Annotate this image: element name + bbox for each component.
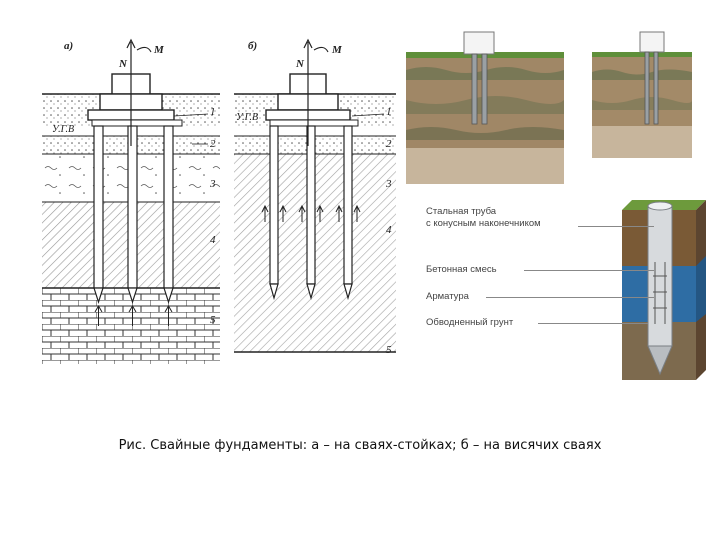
layer-number: 5 — [386, 344, 392, 356]
bored-pile-cutaway — [610, 196, 710, 382]
layer-number: 2 — [210, 138, 216, 150]
layer-number: 2 — [386, 138, 392, 150]
moment-arrow — [136, 46, 152, 53]
soil-photo-piles-shallow — [402, 30, 568, 188]
moment-arrow — [313, 46, 329, 53]
callout-rebar: Арматура — [426, 291, 469, 303]
figure-caption: Рис. Свайные фундаменты: а – на сваях-ст… — [118, 438, 602, 453]
pile — [471, 53, 478, 125]
diagram-end-bearing-piles: а) N M У.Г.В 1 2 3 4 5 — [42, 36, 220, 364]
groundwater-label: У.Г.В — [236, 112, 259, 123]
callout-leader — [538, 323, 648, 324]
pile — [127, 125, 138, 304]
pile — [269, 125, 279, 301]
callout-waterlogged-soil: Обводненный грунт — [426, 317, 513, 329]
callout-text: с конусным наконечником — [426, 218, 541, 229]
layer-number: 3 — [210, 178, 216, 190]
callout-text: Бетонная смесь — [426, 264, 497, 275]
pile — [343, 125, 353, 301]
friction-piles-drawing — [234, 38, 396, 353]
pile — [163, 125, 174, 304]
layer-number: 5 — [210, 314, 216, 326]
moment-label-m: M — [154, 44, 164, 56]
soil-photo-drawing — [590, 30, 694, 160]
soil-photo-drawing — [402, 30, 568, 188]
callout-leader — [486, 297, 654, 298]
callout-leader — [578, 226, 654, 227]
layer-number: 4 — [386, 224, 392, 236]
pile — [644, 51, 650, 125]
layer-number: 4 — [210, 234, 216, 246]
moment-label-m: M — [332, 44, 342, 56]
rebar — [653, 262, 667, 324]
soil-photo-piles-deep — [590, 30, 694, 160]
callout-text: Арматура — [426, 291, 469, 302]
panel-label-a: а) — [64, 40, 74, 52]
load-label-n: N — [119, 58, 127, 70]
callout-text: Обводненный грунт — [426, 317, 514, 328]
layer-number: 1 — [386, 106, 392, 118]
pile — [653, 51, 659, 125]
layer-number: 3 — [386, 178, 392, 190]
groundwater-label: У.Г.В — [52, 124, 75, 135]
callout-leader — [524, 270, 654, 271]
friction-arrows — [261, 204, 361, 222]
steel-tube — [647, 201, 673, 376]
callout-text: Стальная труба — [426, 206, 497, 217]
panel-label-b: б) — [248, 40, 258, 52]
layer-number: 1 — [210, 106, 216, 118]
pile — [93, 125, 104, 304]
diagram-friction-piles: б) N M У.Г.В 1 2 3 4 5 — [234, 36, 396, 364]
pile — [481, 53, 488, 125]
callout-steel-tube: Стальная труба с конусным наконечником — [426, 206, 541, 230]
pile — [306, 125, 316, 301]
bored-pile-drawing — [622, 200, 706, 380]
end-bearing-piles-drawing — [42, 38, 220, 364]
rock-layer-5 — [42, 288, 220, 364]
load-label-n: N — [296, 58, 304, 70]
callout-concrete-mix: Бетонная смесь — [426, 264, 497, 276]
